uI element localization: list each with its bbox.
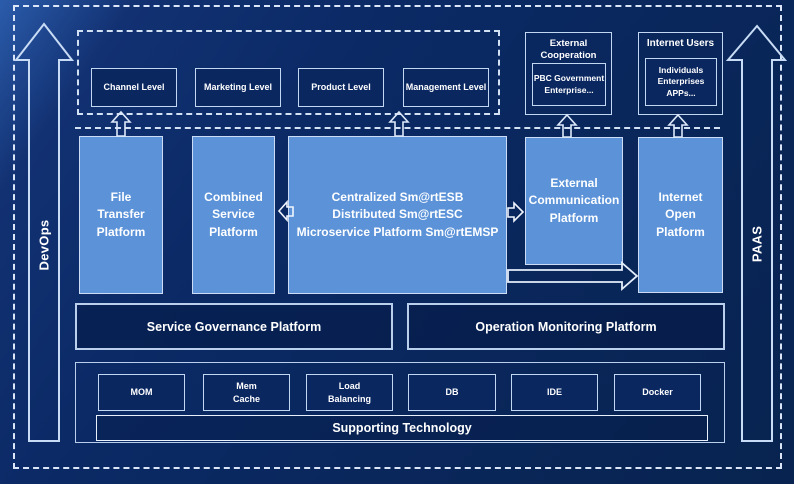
tech-label: DB (445, 387, 459, 398)
devops-rail-label: DevOps (36, 219, 52, 271)
platform-label: Internet Open Platform (656, 189, 705, 239)
internet-users-group: Internet Users Individuals Enterprises A… (638, 32, 723, 115)
service-governance-platform-box: Service Governance Platform (75, 303, 393, 350)
level-label: Product Level (311, 82, 371, 93)
internet-users-members: Individuals Enterprises APPs... (657, 64, 705, 98)
tech-box-mem-cache: Mem Cache (203, 374, 290, 411)
external-cooperation-group: External Cooperation PBC Government Ente… (525, 32, 612, 115)
platform-external-communication: External Communication Platform (525, 137, 623, 265)
esb-line: Centralized Sm@rtESB (331, 189, 464, 204)
platform-label: File Transfer Platform (96, 189, 146, 239)
level-box-marketing: Marketing Level (195, 68, 281, 107)
tech-box-load-balancing: Load Balancing (306, 374, 393, 411)
level-label: Management Level (405, 82, 487, 93)
platform-label: Combined Service Platform (204, 189, 263, 239)
tech-label: MOM (130, 387, 153, 398)
external-cooperation-members-box: PBC Government Enterprise... (532, 63, 606, 106)
level-box-product: Product Level (298, 68, 384, 107)
platform-label: External Communication Platform (528, 175, 620, 225)
platform-esb-esc-emsp: Centralized Sm@rtESB Distributed Sm@rtES… (288, 136, 507, 294)
level-box-channel: Channel Level (91, 68, 177, 107)
level-label: Channel Level (103, 82, 165, 93)
tech-label: Mem Cache (232, 381, 260, 404)
tech-box-db: DB (408, 374, 496, 411)
platform-internet-open: Internet Open Platform (638, 137, 723, 293)
levels-dashed-container (77, 30, 500, 115)
tech-label: IDE (546, 387, 562, 398)
internet-users-title: Internet Users (646, 38, 715, 49)
governance-label: Operation Monitoring Platform (475, 319, 657, 334)
operation-monitoring-platform-box: Operation Monitoring Platform (407, 303, 725, 350)
tech-box-docker: Docker (614, 374, 701, 411)
tech-box-ide: IDE (511, 374, 598, 411)
tech-box-mom: MOM (98, 374, 185, 411)
banner-label: Supporting Technology (332, 421, 472, 435)
level-box-management: Management Level (403, 68, 489, 107)
supporting-technology-container: MOM Mem Cache Load Balancing DB IDE Dock… (75, 362, 725, 443)
external-cooperation-title: External Cooperation (540, 38, 597, 61)
platform-combined-service: Combined Service Platform (192, 136, 275, 294)
level-label: Marketing Level (203, 82, 273, 93)
layer-separator-dashed-line (75, 127, 720, 129)
esb-line: Microservice Platform Sm@rtEMSP (296, 224, 499, 239)
tech-label: Load Balancing (327, 381, 371, 404)
supporting-technology-banner: Supporting Technology (96, 415, 708, 441)
paas-rail-label: PAAS (749, 225, 765, 263)
platform-file-transfer: File Transfer Platform (79, 136, 163, 294)
internet-users-members-box: Individuals Enterprises APPs... (645, 58, 717, 106)
governance-label: Service Governance Platform (146, 319, 322, 334)
external-cooperation-members: PBC Government Enterprise... (533, 73, 605, 95)
esb-line: Distributed Sm@rtESC (332, 207, 463, 222)
tech-label: Docker (642, 387, 673, 398)
